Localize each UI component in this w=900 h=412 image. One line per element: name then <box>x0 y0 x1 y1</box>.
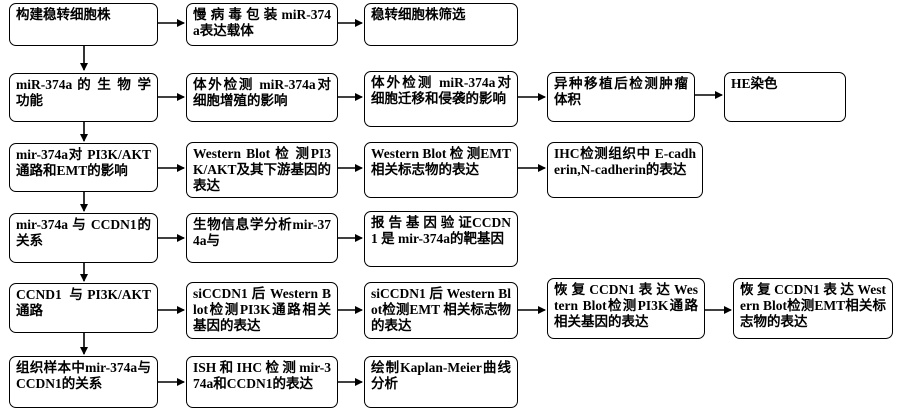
box-stable-cell-screening: 稳转细胞株筛选 <box>364 3 518 46</box>
box-in-vitro-proliferation: 体外检测 miR-374a对细胞增殖的影响 <box>186 73 338 122</box>
box-ihc-cadherin: IHC检测组织中 E-cadherin,N-cadherin的表达 <box>547 142 703 198</box>
box-western-blot-emt-markers: Western Blot 检 测EMT 相关标志物的表达 <box>364 142 518 198</box>
box-restore-ccdn1-emt: 恢 复 CCDN1 表 达 Western Blot检测EMT相关标志物的表达 <box>733 278 893 339</box>
box-mir374a-pi3k-akt-emt: mir-374a对 PI3K/AKT通路和EMT的影响 <box>9 143 158 192</box>
box-ccnd1-pi3k-akt: CCND1 与PI3K/AKT通路 <box>9 283 158 333</box>
box-kaplan-meier: 绘制Kaplan-Meier曲线分析 <box>364 356 518 408</box>
box-siccdn1-western-emt: siCCDN1 后 Western Blot检测EMT 相关标志物的表达 <box>364 282 518 339</box>
box-tissue-sample-relation: 组织样本中mir-374a与CCDN1的关系 <box>9 356 158 408</box>
box-he-staining: HE染色 <box>724 72 846 122</box>
box-western-blot-pi3k-akt: Western Blot 检 测PI3K/AKT及其下游基因的表达 <box>186 142 338 198</box>
box-mir374a-biological-function: miR-374a 的 生 物 学功能 <box>9 73 158 122</box>
box-restore-ccdn1-pi3k: 恢 复 CCDN1 表 达 Western Blot检测PI3K通路相关基因的表… <box>547 278 705 339</box>
box-siccdn1-western-pi3k: siCCDN1 后 Western Blot检测PI3K通路相关基因的表达 <box>186 282 338 339</box>
box-mir374a-ccdn1-relation: mir-374a 与 CCDN1的关系 <box>9 213 158 263</box>
box-reporter-gene-validation: 报 告 基 因 验 证CCDN1 是 mir-374a的靶基因 <box>364 211 518 267</box>
box-xenograft-tumor-volume: 异种移植后检测肿瘤体积 <box>547 72 695 122</box>
box-ish-ihc-detection: ISH 和 IHC 检 测 mir-374a和CCDN1的表达 <box>186 356 338 408</box>
box-build-stable-cell-line: 构建稳转细胞株 <box>9 3 158 46</box>
box-in-vitro-migration-invasion: 体外检测 miR-374a对细胞迁移和侵袭的影响 <box>364 71 518 127</box>
box-lentivirus-packaging: 慢 病 毒 包 装 miR-374a表达载体 <box>186 3 338 46</box>
box-bioinformatics-analysis: 生物信息学分析mir-374a与 <box>186 213 338 263</box>
